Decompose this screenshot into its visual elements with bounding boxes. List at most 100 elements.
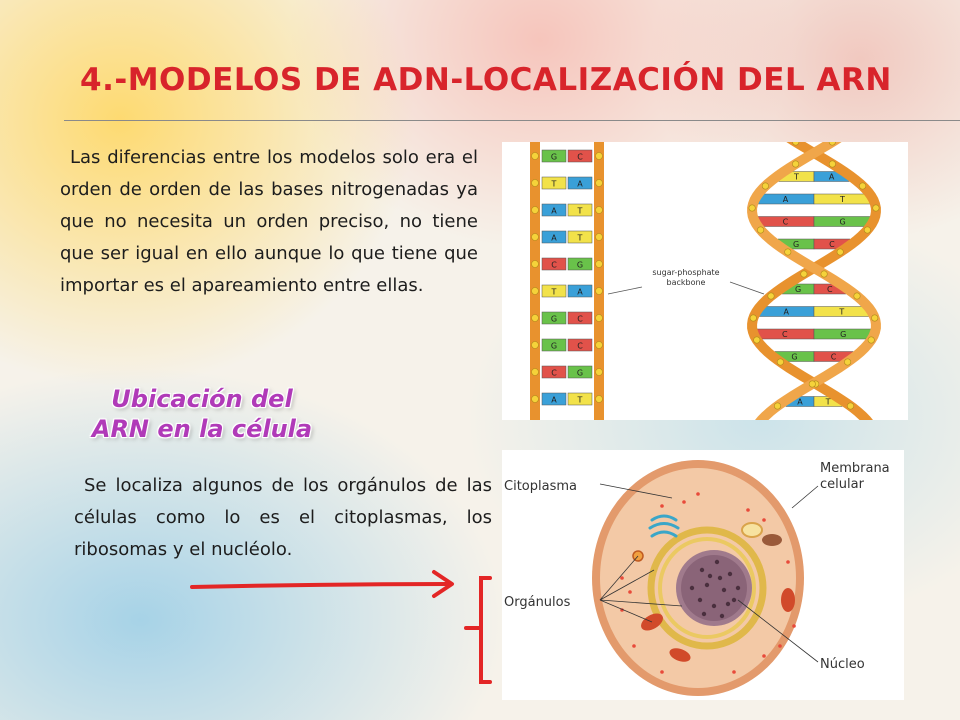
- membrane-pointer: [791, 485, 819, 509]
- ladder-base-right: C: [577, 153, 583, 162]
- phosphate-node: [867, 336, 875, 344]
- ladder-base-left: G: [551, 315, 557, 324]
- wordart-rna-location: Ubicación del ARN en la célula: [72, 384, 332, 444]
- helix-base-right: T: [839, 195, 845, 204]
- helix-base-right: C: [831, 353, 837, 362]
- ladder-base-right: C: [577, 315, 583, 324]
- organelle-pointer-1: [599, 555, 639, 601]
- ribosomes: [620, 492, 796, 674]
- ladder-base-right: G: [577, 261, 583, 270]
- slide-title: 4.-MODELOS DE ADN-LOCALIZACIÓN DEL ARN: [80, 62, 892, 98]
- ladder-base-left: A: [551, 234, 557, 243]
- phosphate-node: [773, 402, 781, 410]
- phosphate-node: [846, 402, 854, 410]
- ladder-base-right: C: [577, 342, 583, 351]
- label-nucleus: Núcleo: [820, 657, 865, 672]
- nucleus-inner: [681, 555, 747, 621]
- phosphate-node: [872, 204, 880, 212]
- helix-base-right: C: [829, 240, 835, 249]
- ladder-base-right: G: [577, 369, 583, 378]
- phosphate-node: [749, 314, 757, 322]
- phosphate-node: [767, 292, 775, 300]
- paragraph-rna-location: Se localiza algunos de los orgánulos de …: [74, 475, 492, 560]
- ladder-base-left: G: [551, 153, 557, 162]
- label-membrane-line1: Membrana: [820, 461, 890, 476]
- label-membrane-line2: celular: [820, 477, 865, 492]
- mitochondrion-top: [762, 534, 782, 546]
- helix-base-left: C: [783, 218, 789, 227]
- phosphate-node: [871, 314, 879, 322]
- title-divider: [64, 120, 960, 121]
- phosphate-node: [820, 270, 828, 278]
- phosphate-node: [808, 380, 816, 388]
- helix-base-left: G: [793, 240, 799, 249]
- ladder-base-left: T: [551, 288, 557, 297]
- nucleolus-dots: [689, 559, 741, 619]
- organelle-pointer-2: [599, 599, 653, 623]
- phosphate-node: [853, 292, 861, 300]
- phosphate-node: [792, 160, 800, 168]
- helix-base-left: A: [797, 398, 803, 407]
- ladder-base-left: C: [551, 261, 557, 270]
- helix-base-left: G: [795, 285, 801, 294]
- ladder-base-right: A: [577, 288, 583, 297]
- vacuole: [741, 522, 763, 538]
- label-organelles: Orgánulos: [504, 595, 571, 610]
- ladder-base-right: A: [577, 180, 583, 189]
- helix-base-right: C: [827, 285, 833, 294]
- paragraph-dna-models: Las diferencias entre los modelos solo e…: [60, 147, 478, 296]
- label-cytoplasm: Citoplasma: [504, 479, 577, 494]
- backbone-label-line2: backbone: [667, 278, 706, 287]
- helix-base-left: A: [783, 195, 789, 204]
- cell-diagram: Citoplasma Membrana celular Orgánulos Nú…: [504, 460, 890, 696]
- helix-base-right: G: [840, 330, 846, 339]
- wordart-line-1: Ubicación del: [111, 385, 293, 413]
- red-arrow: [190, 570, 454, 598]
- backbone-label-line1: sugar-phosphate: [652, 268, 719, 277]
- ladder-base-left: G: [551, 342, 557, 351]
- organelle-pointer-4: [599, 569, 655, 601]
- organelle-pointer-3: [599, 599, 683, 607]
- phosphate-node: [784, 248, 792, 256]
- ladder-base-right: T: [577, 396, 583, 405]
- helix-base-right: A: [829, 173, 835, 182]
- ladder-base-right: T: [577, 207, 583, 216]
- ladder-base-right: T: [577, 234, 583, 243]
- ladder-backbone-right: [594, 142, 604, 420]
- phosphate-node: [828, 160, 836, 168]
- ladder-base-left: A: [551, 207, 557, 216]
- phosphate-node: [748, 204, 756, 212]
- phosphate-node: [828, 142, 836, 146]
- ladder-backbone-left: [530, 142, 540, 420]
- phosphate-node: [836, 248, 844, 256]
- backbone-pointer-right: [729, 281, 765, 295]
- mitochondrion-bottom: [669, 648, 691, 662]
- ladder-base-left: C: [551, 369, 557, 378]
- helix-base-left: A: [783, 308, 789, 317]
- helix-base-right: T: [825, 398, 831, 407]
- phosphate-node: [844, 358, 852, 366]
- helix-base-left: C: [782, 330, 788, 339]
- phosphate-node: [761, 182, 769, 190]
- cell-illustration: Citoplasma Membrana celular Orgánulos Nú…: [502, 450, 904, 700]
- golgi-apparatus: [648, 514, 680, 538]
- backbone-pointer-left: [607, 286, 643, 295]
- helix-base-right: T: [838, 308, 844, 317]
- phosphate-node: [753, 336, 761, 344]
